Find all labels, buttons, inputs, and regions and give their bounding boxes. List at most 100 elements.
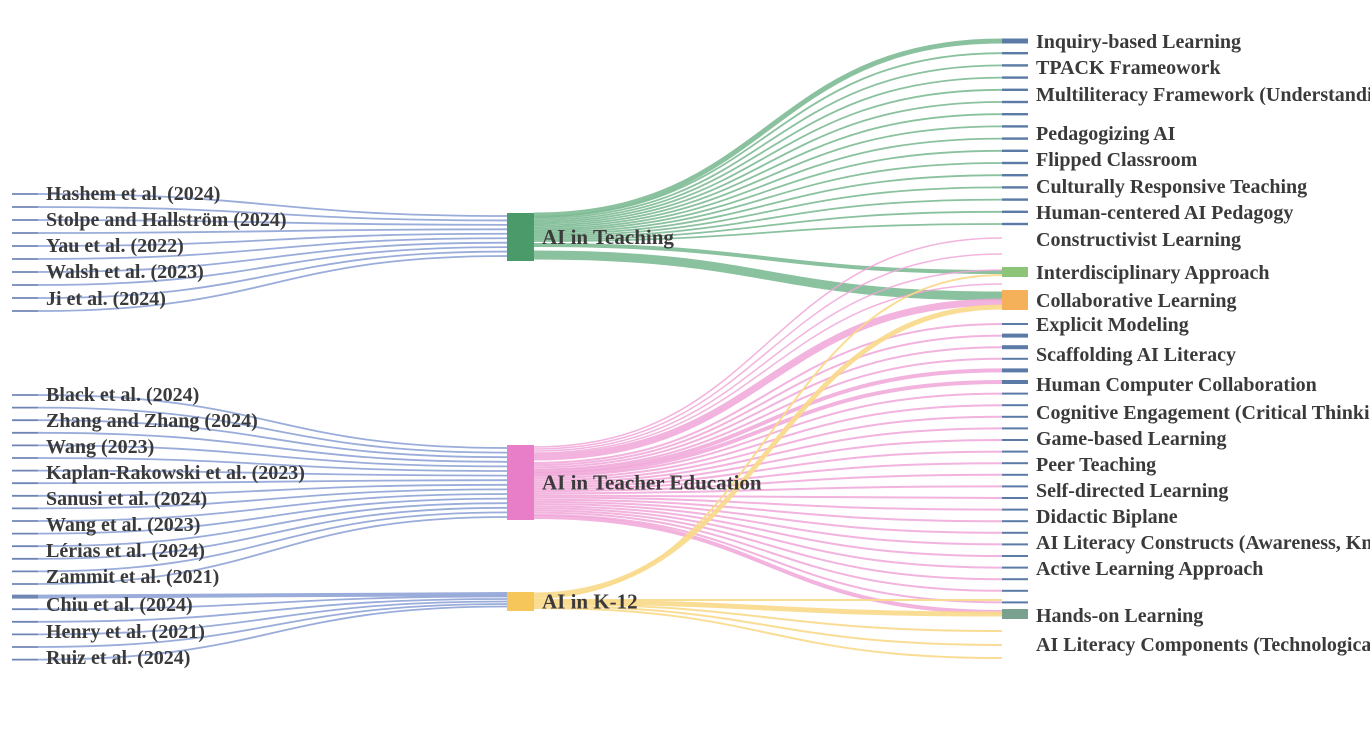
link-teaching xyxy=(533,113,1003,227)
target-node xyxy=(1002,473,1028,476)
target-label: Hands-on Learning xyxy=(1036,605,1203,627)
target-node xyxy=(1002,186,1028,189)
link-teaching xyxy=(533,64,1003,220)
target-label: Cognitive Engagement (Critical Thinking) xyxy=(1036,402,1370,424)
link-source-teaching xyxy=(37,237,508,260)
link-teaching xyxy=(533,76,1003,222)
target-node xyxy=(1002,345,1028,350)
source-label: Stolpe and Hallström (2024) xyxy=(46,209,287,231)
source-label: Zammit et al. (2021) xyxy=(46,566,219,588)
link-teaching xyxy=(533,210,1003,241)
link-te xyxy=(533,485,1003,495)
link-teaching xyxy=(533,38,1003,218)
link-source-teacher_ed xyxy=(37,479,508,485)
source-label: Zhang and Zhang (2024) xyxy=(46,410,258,432)
link-source-teaching xyxy=(37,241,508,273)
link-te xyxy=(533,450,1003,488)
link-source-teacher_ed xyxy=(37,483,508,497)
target-node xyxy=(1002,566,1028,569)
link-source-teaching xyxy=(37,219,508,226)
target-node xyxy=(1002,64,1028,67)
source-label: Sanusi et al. (2024) xyxy=(46,488,207,510)
link-source-k12 xyxy=(37,600,508,636)
target-node xyxy=(1002,601,1028,604)
source-label: Hashem et al. (2024) xyxy=(46,183,220,205)
target-node xyxy=(1002,439,1028,441)
target-label: Interdisciplinary Approach xyxy=(1036,262,1270,284)
link-k12 xyxy=(533,607,1003,659)
link-te xyxy=(533,503,1003,546)
target-node xyxy=(1002,88,1028,91)
target-label: AI Literacy Components (Technological, P… xyxy=(1036,634,1370,656)
link-source-teacher_ed xyxy=(37,502,508,548)
target-node xyxy=(1002,485,1028,488)
target-label: Active Learning Approach xyxy=(1036,558,1263,580)
link-source-teacher_ed xyxy=(37,431,508,463)
link-source-teacher_ed xyxy=(37,497,508,535)
link-te xyxy=(533,462,1003,490)
link-teaching xyxy=(533,149,1003,232)
target-node xyxy=(1002,174,1028,177)
link-te xyxy=(533,427,1003,484)
link-k12 xyxy=(533,603,1003,632)
target-node xyxy=(1002,125,1028,128)
target-label: Multiliteracy Framework (Understanding, … xyxy=(1036,84,1370,106)
source-label: Lérias et al. (2024) xyxy=(46,540,205,562)
link-k12 xyxy=(533,599,1003,617)
source-label: Walsh et al. (2023) xyxy=(46,261,204,283)
link-teaching xyxy=(533,162,1003,234)
target-node xyxy=(1002,38,1028,44)
link-source-k12 xyxy=(37,603,508,648)
source-label: Kaplan-Rakowski et al. (2023) xyxy=(46,462,305,484)
link-te xyxy=(533,505,1003,557)
target-label: Explicit Modeling xyxy=(1036,314,1189,336)
target-node-interdisciplinary xyxy=(1002,267,1028,277)
target-node xyxy=(1002,427,1028,430)
link-te xyxy=(533,511,1003,592)
link-teaching xyxy=(533,88,1003,223)
source-label: Yau et al. (2022) xyxy=(46,235,184,257)
link-source-teaching xyxy=(37,246,508,286)
source-label: Wang (2023) xyxy=(46,436,154,458)
source-label: Wang et al. (2023) xyxy=(46,514,200,536)
target-node xyxy=(1002,415,1028,418)
target-node xyxy=(1002,450,1028,453)
target-node xyxy=(1002,520,1028,523)
link-source-teacher_ed xyxy=(37,511,508,573)
link-te-upper xyxy=(533,269,1003,452)
target-label: Flipped Classroom xyxy=(1036,149,1198,171)
target-node xyxy=(1002,589,1028,592)
link-teaching-collaborative xyxy=(533,250,1003,301)
target-node xyxy=(1002,497,1028,499)
target-label: Pedagogizing AI xyxy=(1036,123,1176,145)
link-te xyxy=(533,509,1003,581)
target-node xyxy=(1002,76,1028,79)
link-te xyxy=(533,439,1003,486)
link-source-teaching xyxy=(37,255,508,312)
target-node xyxy=(1002,100,1028,104)
link-te-upper xyxy=(533,253,1003,450)
target-node xyxy=(1002,392,1028,395)
target-node xyxy=(1002,357,1028,360)
link-source-teacher_ed xyxy=(37,419,508,459)
link-source-k12 xyxy=(37,605,508,661)
link-k12-interdisciplinary xyxy=(533,274,1003,599)
link-k12 xyxy=(533,605,1003,646)
target-label: Inquiry-based Learning xyxy=(1036,31,1241,53)
target-node xyxy=(1002,368,1028,373)
source-label: Henry et al. (2021) xyxy=(46,621,205,643)
source-label: Ruiz et al. (2024) xyxy=(46,647,190,669)
target-node xyxy=(1002,543,1028,546)
link-source-teaching xyxy=(37,232,508,247)
target-label: Human-centered AI Pedagogy xyxy=(1036,202,1293,224)
link-te xyxy=(533,380,1003,476)
link-teaching xyxy=(533,137,1003,230)
middle-node-teaching xyxy=(507,213,534,261)
link-te-handson xyxy=(533,515,1003,614)
link-te xyxy=(533,323,1003,464)
link-te xyxy=(533,368,1003,474)
target-node-collaborative xyxy=(1002,290,1028,310)
target-node xyxy=(1002,404,1028,407)
target-node xyxy=(1002,149,1028,152)
